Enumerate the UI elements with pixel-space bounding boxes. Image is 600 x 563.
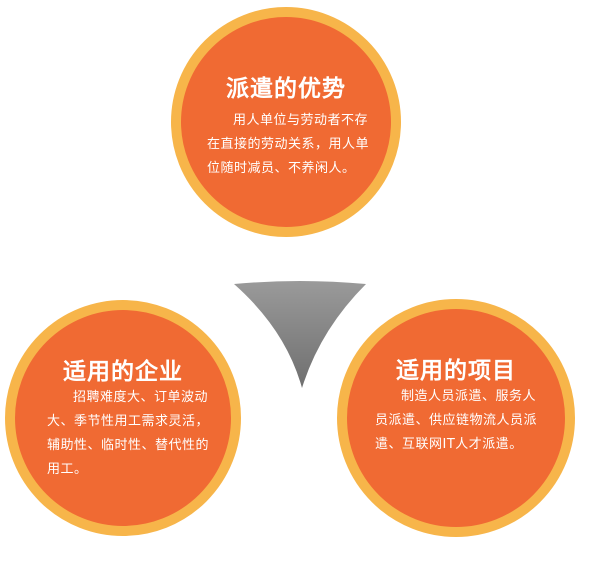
applicable-projects-title: 适用的项目	[396, 358, 516, 384]
advantages-title: 派遣的优势	[226, 76, 346, 102]
applicable-enterprises-title: 适用的企业	[63, 359, 183, 385]
applicable-enterprises-circle: 适用的企业 招聘难度大、订单波动大、季节性用工需求灵活，辅助性、临时性、替代性的…	[5, 300, 241, 536]
advantages-text: 用人单位与劳动者不存在直接的劳动关系，用人单位随时减员、不养闲人。	[207, 113, 370, 176]
applicable-projects-text: 制造人员派遣、服务人员派遣、供应链物流人员派遣、互联网IT人才派遣。	[375, 389, 538, 452]
applicable-projects-circle: 适用的项目 制造人员派遣、服务人员派遣、供应链物流人员派遣、互联网IT人才派遣。	[337, 299, 575, 537]
applicable-enterprises-text: 招聘难度大、订单波动大、季节性用工需求灵活，辅助性、临时性、替代性的用工。	[47, 390, 210, 477]
advantages-circle: 派遣的优势 用人单位与劳动者不存在直接的劳动关系，用人单位随时减员、不养闲人。	[171, 7, 401, 237]
